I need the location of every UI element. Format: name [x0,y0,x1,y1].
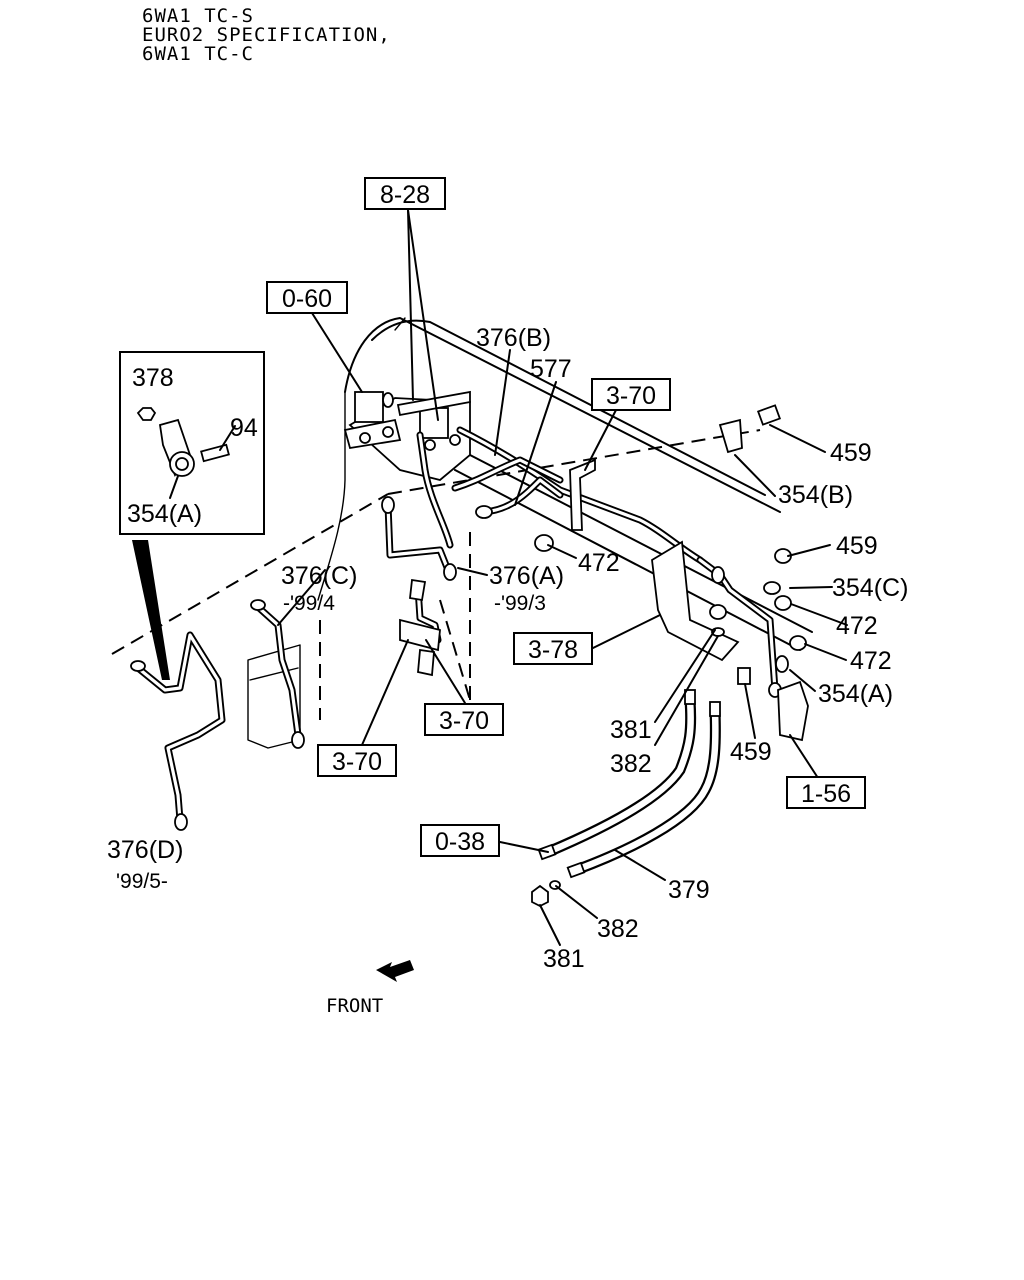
chassis-frame [111,317,813,749]
part-382-lower-label: 382 [597,915,639,943]
ref-3-70-middle-label: 3-70 [439,707,489,735]
header-engine-model-2: 6WA1 TC-C [142,43,254,65]
ref-box-8-28: 8-28 [364,177,446,210]
part-459-upper-label: 459 [830,439,872,467]
part-376b-label: 376(B) [476,324,551,352]
part-378-label: 378 [132,364,174,392]
part-472-mid-label: 472 [836,612,878,640]
ref-box-1-56: 1-56 [786,776,866,809]
ref-3-78-label: 3-78 [528,636,578,664]
part-459-lower-label: 459 [730,738,772,766]
ref-8-28-label: 8-28 [380,181,430,209]
part-354a-label: 354(A) [818,680,893,708]
ref-1-56-label: 1-56 [801,780,851,808]
pipe-fittings [130,392,782,831]
inset-part-354a-label: 354(A) [127,500,202,528]
part-472-left-label: 472 [578,549,620,577]
bracket-3-70-lower [399,578,441,677]
valve-block [343,390,471,481]
bracket-1-56 [777,680,809,742]
ref-box-0-38: 0-38 [420,824,500,857]
header-engine-model-1: 6WA1 TC-S [142,5,254,27]
ref-box-0-60: 0-60 [266,281,348,314]
ref-box-3-70-upper: 3-70 [591,378,671,411]
leader-lines [169,209,848,946]
part-376d-label: 376(D) [107,836,183,864]
part-381-lower-label: 381 [543,945,585,973]
fasteners [531,404,807,908]
front-arrow-icon [376,960,414,982]
ref-0-38-label: 0-38 [435,828,485,856]
inset-detail [119,351,265,680]
part-379-label: 379 [668,876,710,904]
ref-3-70-lower-label: 3-70 [332,748,382,776]
part-376d-note: '99/5- [116,870,168,893]
bracket-3-70-upper [569,458,596,531]
part-376c-label: 376(C) [281,562,357,590]
part-94-label: 94 [230,414,258,442]
ref-box-3-70-middle: 3-70 [424,703,504,736]
bracket-3-78 [651,540,740,662]
part-381-upper-label: 381 [610,716,652,744]
ref-box-3-78: 3-78 [513,632,593,665]
part-354c-label: 354(C) [832,574,908,602]
front-label: FRONT [326,995,383,1017]
part-354b-label: 354(B) [778,481,853,509]
part-472-lower-label: 472 [850,647,892,675]
ref-box-3-70-lower: 3-70 [317,744,397,777]
part-376a-label: 376(A) [489,562,564,590]
ref-0-60-label: 0-60 [282,285,332,313]
part-382-upper-label: 382 [610,750,652,778]
part-459-right-label: 459 [836,532,878,560]
part-376c-note: -'99/4 [283,592,335,615]
part-577-label: 577 [530,355,572,383]
header-specification: EURO2 SPECIFICATION, [142,24,391,46]
part-376a-note: -'99/3 [494,592,546,615]
ref-3-70-upper-label: 3-70 [606,382,656,410]
